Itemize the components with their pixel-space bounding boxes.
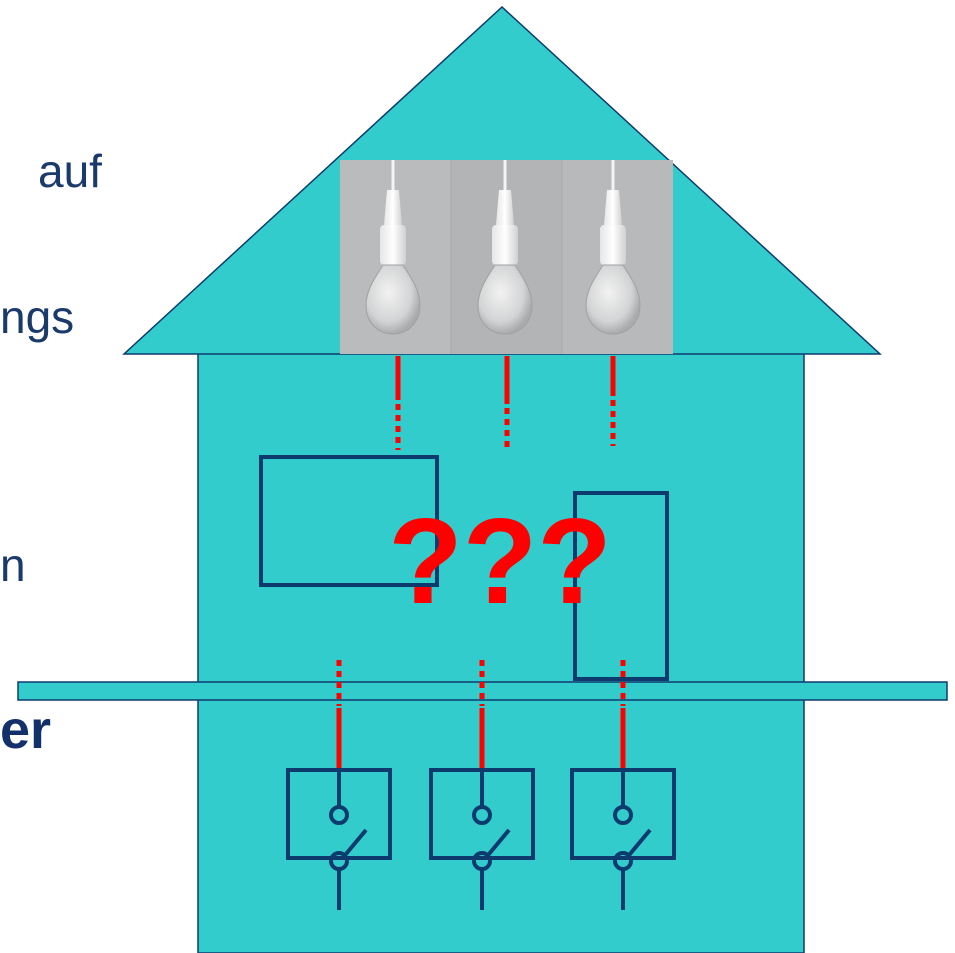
bulb-icon (477, 160, 533, 335)
bulb-icon (585, 160, 641, 335)
light-switch (286, 768, 392, 910)
light-switch (429, 768, 535, 910)
junction-box (259, 455, 439, 587)
wires-to-switches (336, 660, 626, 772)
wires-from-bulbs (395, 356, 616, 450)
text-fragment-auf: auf (38, 145, 102, 197)
bulb-icon (365, 160, 421, 335)
text-fragment-er: er (0, 700, 52, 760)
question-marks: ??? (388, 493, 612, 629)
text-fragment-ngs: ngs (0, 291, 75, 343)
bulbs-photo (340, 160, 673, 354)
text-fragment-n: n (0, 539, 26, 591)
house-body (197, 352, 805, 953)
light-switch (570, 768, 676, 910)
junction-box (573, 491, 669, 681)
